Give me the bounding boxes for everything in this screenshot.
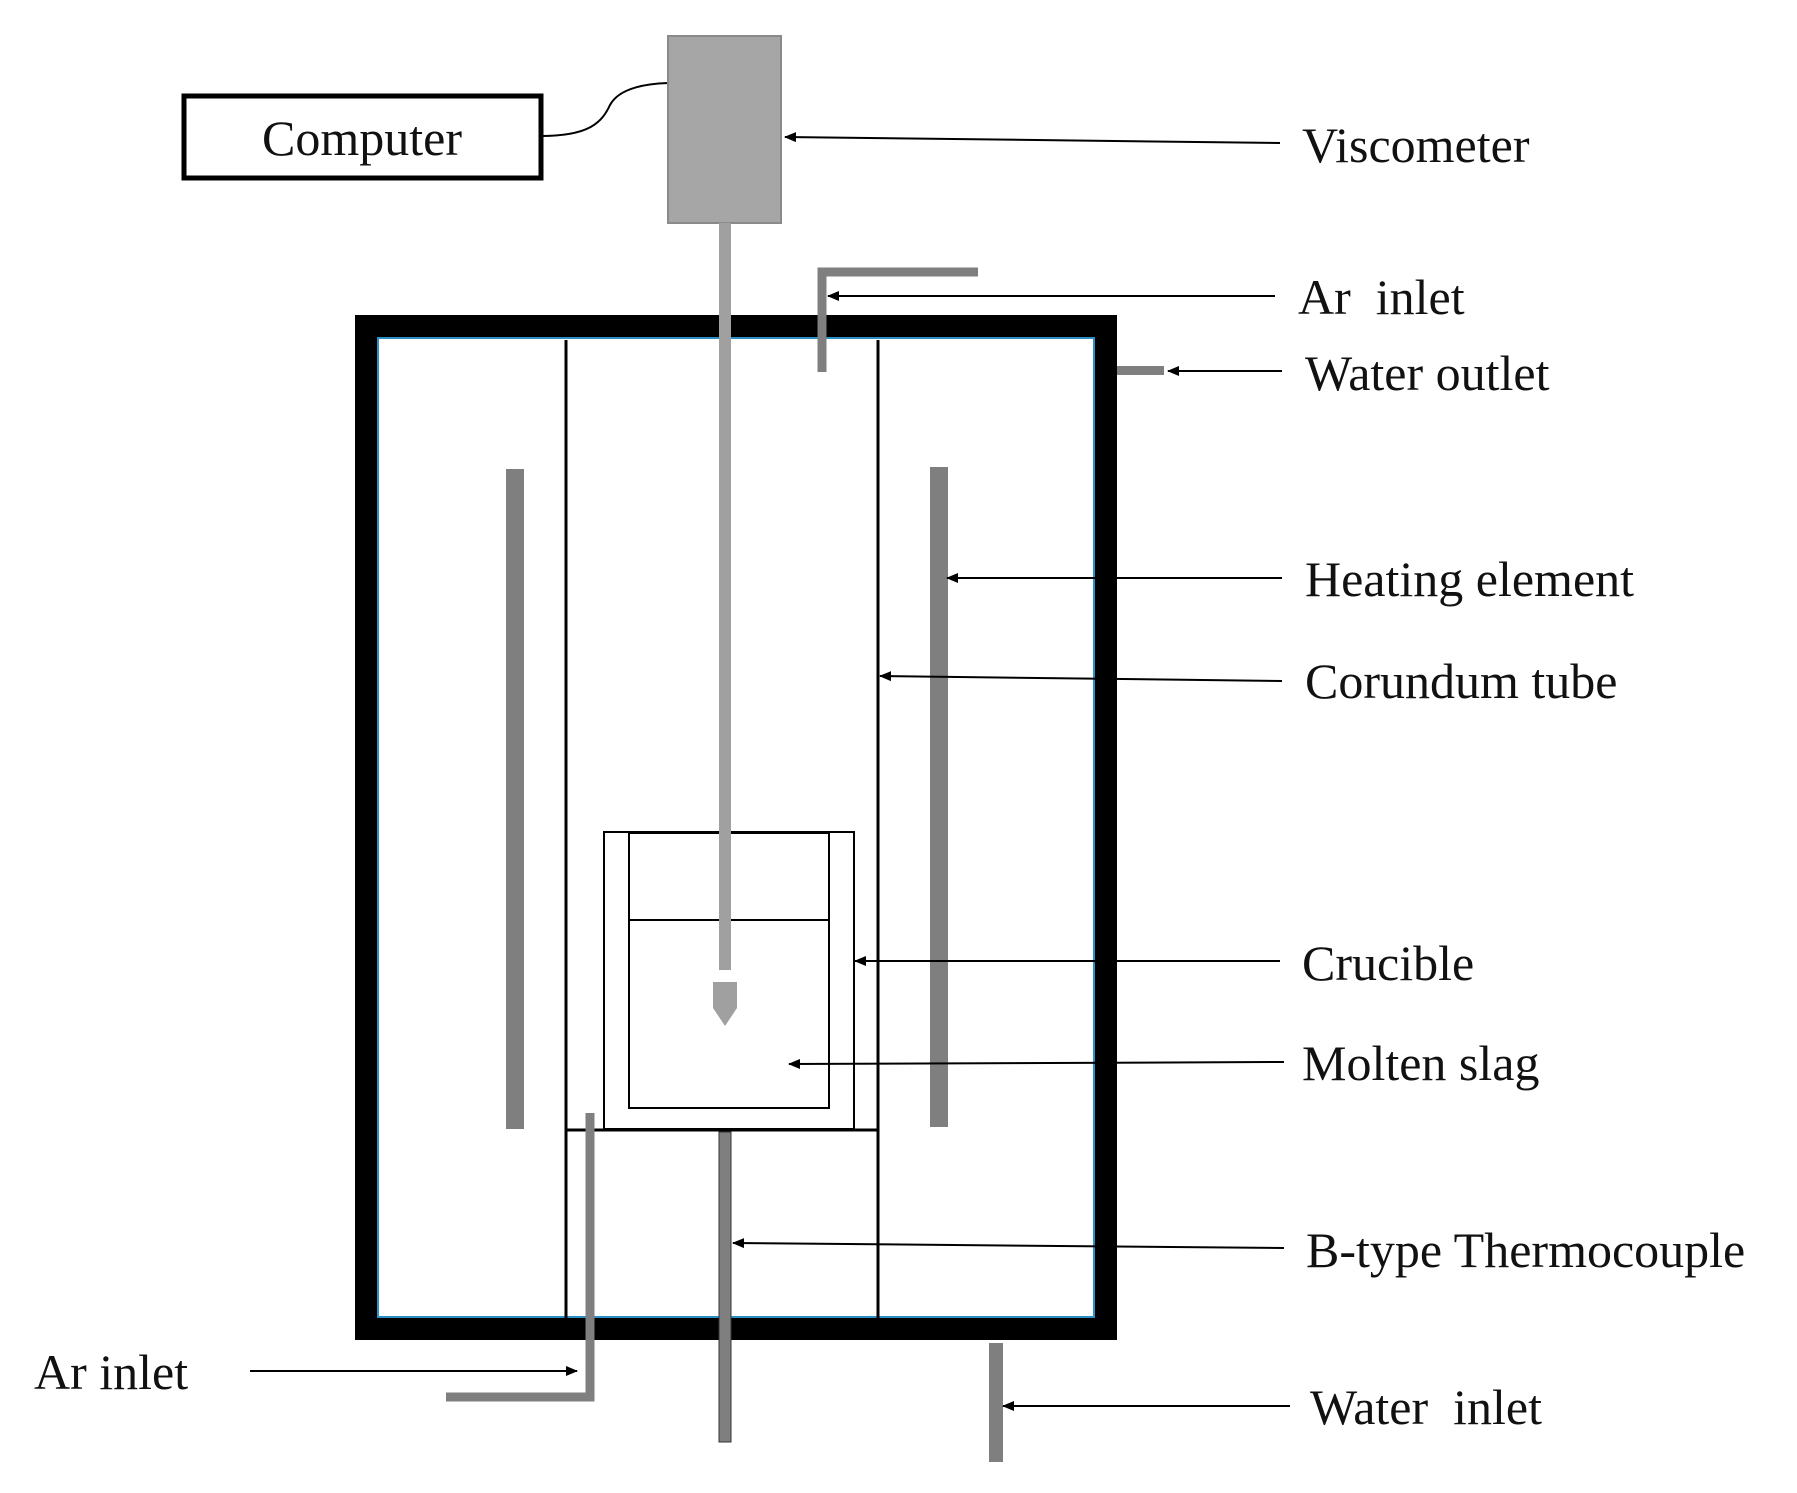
ar-inlet-top-pipe <box>817 267 978 372</box>
thermocouple-rod <box>718 1131 732 1443</box>
label-water-inlet: Water inlet <box>1310 1379 1542 1435</box>
label-heating-element: Heating element <box>1305 551 1634 607</box>
viscometer-spindle-shaft <box>719 223 731 970</box>
water-inlet-pipe <box>989 1343 1003 1462</box>
data-cable <box>540 82 669 137</box>
furnace-shell <box>355 315 1117 1340</box>
label-corundum-tube: Corundum tube <box>1305 653 1617 709</box>
label-ar-inlet-bottom: Ar inlet <box>34 1344 188 1400</box>
leader-thermocouple <box>732 1238 1285 1249</box>
computer-label: Computer <box>262 110 462 166</box>
viscometer-body <box>667 35 782 224</box>
label-thermocouple: B-type Thermocouple <box>1306 1222 1745 1278</box>
label-molten-slag: Molten slag <box>1302 1035 1539 1091</box>
leader-viscometer <box>784 132 1281 144</box>
computer-box <box>181 93 544 181</box>
heating-element-right <box>930 467 948 1127</box>
heating-element-left <box>506 469 524 1129</box>
water-outlet-pipe <box>1117 366 1164 375</box>
leader-corundum-tube <box>879 671 1283 682</box>
label-crucible: Crucible <box>1302 935 1474 991</box>
label-water-outlet: Water outlet <box>1305 345 1550 401</box>
leader-molten-slag <box>788 1058 1285 1069</box>
spindle-bob <box>713 982 737 1026</box>
furnace-inner-edge <box>377 337 1095 1318</box>
ar-inlet-bottom-pipe <box>446 1113 595 1402</box>
label-viscometer: Viscometer <box>1302 117 1530 173</box>
label-ar-inlet-top: Ar inlet <box>1298 269 1465 325</box>
